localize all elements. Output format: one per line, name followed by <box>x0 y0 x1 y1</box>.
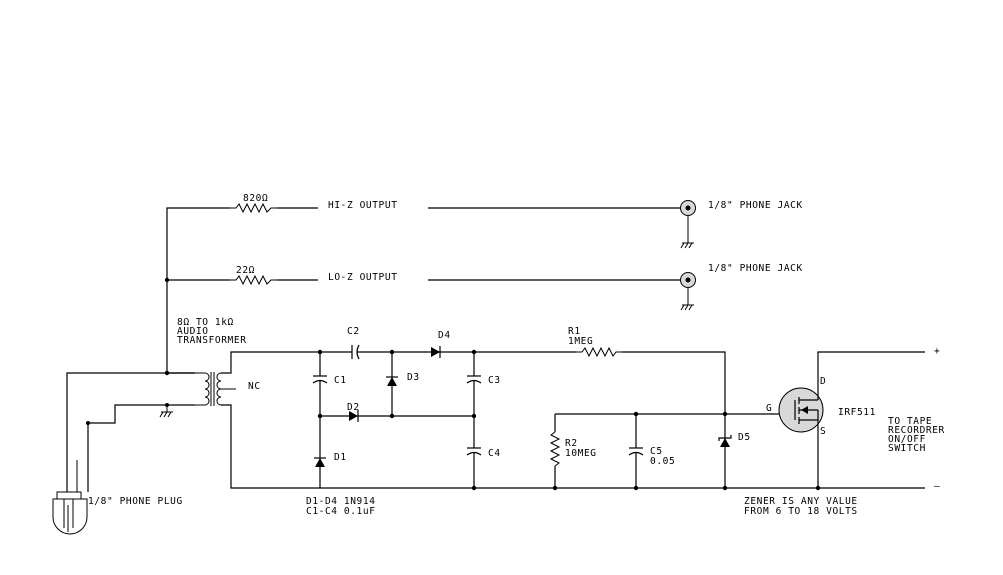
label-jack-lo: 1/8" PHONE JACK <box>708 263 803 274</box>
label-c1: C1 <box>334 375 347 386</box>
mosfet-irf511 <box>778 351 925 488</box>
label-zener-2: FROM 6 TO 18 VOLTS <box>744 506 858 517</box>
resistor-r2 <box>549 414 561 488</box>
capacitor-c1 <box>312 349 328 488</box>
capacitor-c3 <box>466 349 482 419</box>
label-d3: D3 <box>407 372 420 383</box>
label-d1: D1 <box>334 452 347 463</box>
zener-d5 <box>718 414 732 488</box>
phone-jack-lo <box>680 272 696 311</box>
label-gate: G <box>766 403 772 414</box>
label-minus: – <box>934 481 940 492</box>
diode-d2 <box>320 410 474 422</box>
phone-plug <box>52 370 195 535</box>
label-c4: C4 <box>488 448 501 459</box>
label-d5: D5 <box>738 432 751 443</box>
resistor-r1 <box>474 346 726 412</box>
label-xfmr-1: 8Ω TO 1kΩ <box>177 317 234 328</box>
label-r2: R2 <box>565 438 578 449</box>
resistor-22 <box>230 274 277 286</box>
label-xfmr-2: AUDIO <box>177 326 209 337</box>
label-c5-val: 0.05 <box>650 456 675 467</box>
label-c2: C2 <box>347 326 360 337</box>
capacitor-c2 <box>320 344 392 360</box>
capacitor-c5 <box>628 414 644 488</box>
diode-d4 <box>392 346 474 358</box>
phone-jack-hi <box>680 200 696 249</box>
label-note-d: D1-D4 1N914 <box>306 496 376 507</box>
label-zener-1: ZENER IS ANY VALUE <box>744 496 858 507</box>
label-d4: D4 <box>438 330 451 341</box>
label-jack-hi: 1/8" PHONE JACK <box>708 200 803 211</box>
label-r-hi: 820Ω <box>243 193 268 204</box>
capacitor-c4 <box>466 416 482 488</box>
labels: 820Ω HI-Z OUTPUT 1/8" PHONE JACK 22Ω LO-… <box>88 193 945 517</box>
diode-d1 <box>314 457 326 467</box>
label-plus: + <box>934 346 940 357</box>
label-hi-out: HI-Z OUTPUT <box>328 200 398 211</box>
label-r1-val: 1MEG <box>568 336 593 347</box>
label-c5: C5 <box>650 446 663 457</box>
label-d2: D2 <box>347 402 360 413</box>
label-lo-out: LO-Z OUTPUT <box>328 272 398 283</box>
label-tape-1: TO TAPE <box>888 416 932 427</box>
label-plug: 1/8" PHONE PLUG <box>88 496 183 507</box>
label-r2-val: 10MEG <box>565 448 597 459</box>
hi-z-branch <box>166 200 696 373</box>
resistor-820 <box>230 202 277 214</box>
label-r-lo: 22Ω <box>236 265 255 276</box>
label-source: S <box>820 426 826 437</box>
label-xfmr-3: TRANSFORMER <box>177 335 247 346</box>
label-note-c: C1-C4 0.1uF <box>306 506 376 517</box>
label-tape-2: RECORDRER <box>888 425 945 436</box>
label-tape-4: SWITCH <box>888 443 926 454</box>
label-c3: C3 <box>488 375 501 386</box>
label-tape-3: ON/OFF <box>888 434 926 445</box>
audio-transformer <box>195 351 320 489</box>
label-drain: D <box>820 376 826 387</box>
label-fet: IRF511 <box>838 407 876 418</box>
label-nc: NC <box>248 381 261 392</box>
diode-d3 <box>386 349 398 416</box>
gate-line <box>555 411 795 417</box>
lo-z-branch <box>164 272 696 311</box>
label-r1: R1 <box>568 326 581 337</box>
